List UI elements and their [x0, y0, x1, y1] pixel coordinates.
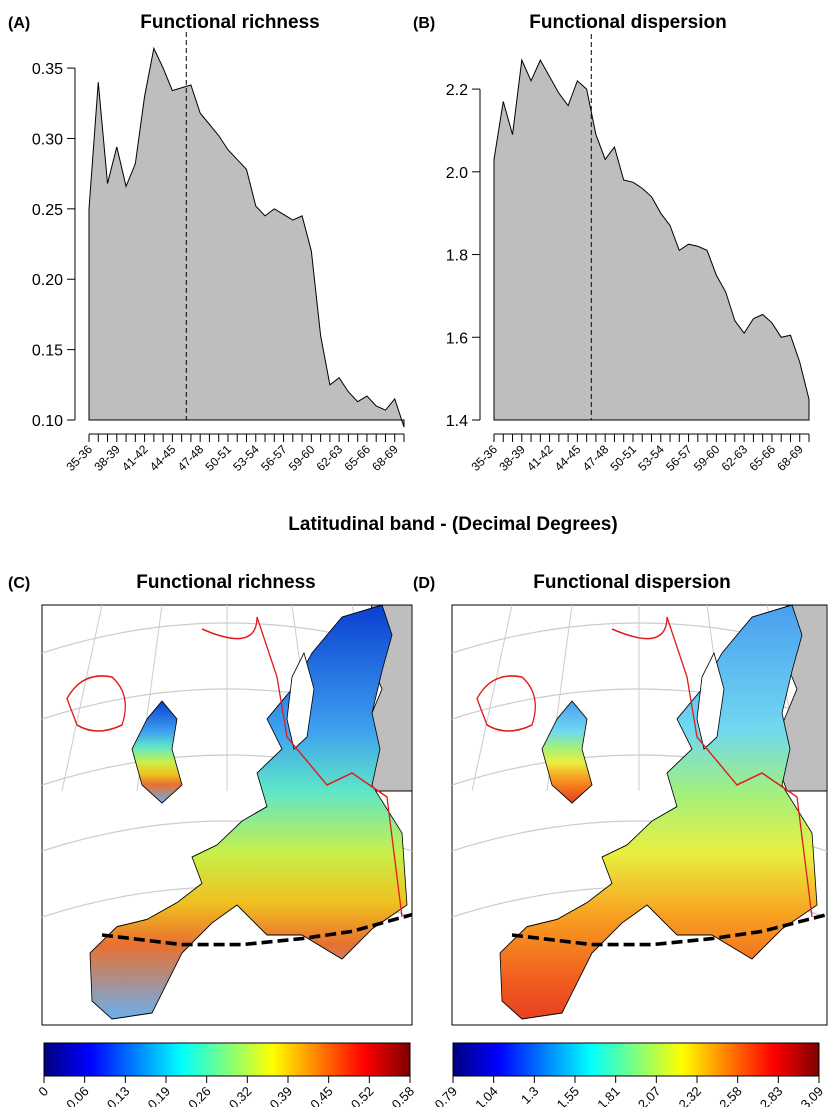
colorbar-d-tick-label: 1.81 — [594, 1084, 623, 1107]
map-c-british-isles — [131, 700, 183, 804]
colorbar-c-tick-label: 0.13 — [104, 1084, 133, 1107]
colorbar-c-tick-label: 0.26 — [185, 1084, 214, 1107]
shared-x-axis-label: Latitudinal band - (Decimal Degrees) — [288, 514, 617, 535]
colorbar-d-tick-label: 1.3 — [518, 1084, 541, 1107]
panel-b-x-tick-label: 47-48 — [580, 442, 612, 474]
map-c-frame — [41, 604, 413, 1026]
panel-b-x-tick-label: 68-69 — [774, 442, 806, 474]
colorbar-d-tick-label: 2.32 — [676, 1084, 705, 1107]
panel-a-x-tick-label: 65-66 — [341, 442, 373, 474]
map-c-land — [89, 604, 408, 1020]
panel-b-x-tick-label: 59-60 — [691, 442, 723, 474]
panel-b-y-tick-label: 2.2 — [446, 82, 468, 99]
panel-a-y-tick-label: 0.15 — [32, 343, 63, 360]
map-d-baltic-sea — [696, 651, 725, 750]
colorbar-d — [452, 1042, 820, 1077]
colorbar-d-ticks: 0.79 1.04 1.3 1.55 1.81 2.07 2.32 2.58 2.83 3.09 — [432, 1076, 827, 1107]
colorbar-c-tick-label: 0.45 — [307, 1084, 336, 1107]
colorbar-c-ticks: 0 0.06 0.13 0.19 0.26 0.32 0.39 0.45 0.52 0.58 — [35, 1076, 417, 1107]
panel-b-x-tick-label: 62-63 — [719, 442, 751, 474]
panel-a-x-tick-label: 62-63 — [314, 442, 346, 474]
panel-b-x-tick-label: 41-42 — [524, 442, 556, 474]
colorbar-c-tick-label: 0.32 — [226, 1084, 255, 1107]
panel-b-x-tick-label: 35-36 — [469, 442, 501, 474]
panel-a-y-tick-label: 0.35 — [32, 61, 63, 78]
panel-a-y-tick-label: 0.25 — [32, 202, 63, 219]
colorbar-c-tick-label: 0.52 — [348, 1084, 377, 1107]
map-d-british-isles — [541, 700, 593, 804]
colorbar-d-tick-label: 2.58 — [716, 1084, 745, 1107]
panel-b-plot: 1.4 1.6 1.8 2.0 2.2 35-3638-3941-4244-4547-48… — [446, 34, 810, 474]
panel-a-x-tick-label: 38-39 — [91, 442, 123, 474]
panel-b-y-tick-label: 2.0 — [446, 165, 468, 182]
panel-a-x-tick-label: 50-51 — [202, 442, 234, 474]
panel-a-y-tick-label: 0.20 — [32, 272, 63, 289]
map-d-land — [499, 604, 818, 1020]
panel-b-y-tick-label: 1.6 — [446, 330, 468, 347]
panel-b-area-chart: (B) Functional dispersion 1.4 1.6 1.8 2.0 2.… — [413, 12, 810, 474]
panel-a-letter: (A) — [8, 15, 30, 32]
colorbar-c-tick-label: 0.39 — [267, 1084, 296, 1107]
colorbar-c-tick-label: 0 — [35, 1084, 51, 1100]
panel-b-x-tick-label: 53-54 — [635, 442, 667, 474]
panel-d-letter: (D) — [413, 575, 435, 592]
panel-a-area-fill — [88, 46, 405, 428]
panel-a-x-tick-label: 68-69 — [369, 442, 401, 474]
map-d-frame — [451, 604, 828, 1026]
colorbar-d-tick-label: 2.83 — [757, 1084, 786, 1107]
panel-a-y-tick-label: 0.10 — [32, 413, 63, 430]
map-d-latitude-line — [511, 912, 828, 947]
panel-a-x-tick-label: 44-45 — [147, 442, 179, 474]
panel-b-y-tick-label: 1.8 — [446, 248, 468, 265]
panel-a-area-chart: (A) Functional richness 0.10 0.15 0.20 0.25… — [8, 12, 405, 474]
panel-c-map: (C) Functional richness 0 0.06 0.13 0.19 0.2… — [8, 572, 417, 1107]
map-c-range-boundary — [201, 616, 403, 918]
colorbar-c-tick-label: 0.06 — [63, 1084, 92, 1107]
panel-a-x-tick-label: 35-36 — [64, 442, 96, 474]
panel-a-plot: 0.100.150.200.250.300.3535-3638-3941-424… — [32, 32, 405, 474]
panel-b-y-tick-label: 1.4 — [446, 413, 468, 430]
panel-a-x-tick-label: 41-42 — [119, 442, 151, 474]
map-d-iceland-outline — [476, 675, 536, 732]
panel-b-x-tick-label: 65-66 — [746, 442, 778, 474]
map-d-range-boundary — [611, 616, 813, 918]
panel-b-x-tick-label: 44-45 — [552, 442, 584, 474]
panel-a-x-tick-label: 53-54 — [230, 442, 262, 474]
panel-a-y-tick-label: 0.30 — [32, 131, 63, 148]
panel-a-title: Functional richness — [140, 12, 319, 33]
colorbar-d-tick-label: 3.09 — [798, 1084, 827, 1107]
panel-c-title: Functional richness — [136, 572, 315, 593]
panel-c-letter: (C) — [8, 575, 30, 592]
map-c-europe — [41, 604, 413, 1020]
colorbar-c-tick-label: 0.58 — [389, 1084, 418, 1107]
panel-b-title: Functional dispersion — [529, 12, 726, 33]
panel-a-x-tick-label: 56-57 — [258, 442, 290, 474]
panel-a-x-tick-label: 47-48 — [175, 442, 207, 474]
colorbar-c-tick-label: 0.19 — [145, 1084, 174, 1107]
map-d-europe — [451, 604, 828, 1020]
colorbar-d-tick-label: 2.07 — [635, 1084, 664, 1107]
colorbar-c — [43, 1042, 411, 1077]
panel-d-map: (D) Functional dispersion 0.79 1.04 1.3 1.5… — [413, 572, 828, 1107]
map-c-iceland-outline — [66, 675, 126, 732]
panel-b-area-fill — [493, 58, 810, 421]
panel-b-x-tick-label: 38-39 — [496, 442, 528, 474]
panel-b-letter: (B) — [413, 15, 435, 32]
panel-d-title: Functional dispersion — [533, 572, 730, 593]
colorbar-d-tick-label: 0.79 — [432, 1084, 461, 1107]
panel-b-x-tick-label: 50-51 — [607, 442, 639, 474]
panel-a-x-tick-label: 59-60 — [286, 442, 318, 474]
map-c-latitude-line — [101, 912, 413, 947]
colorbar-d-tick-label: 1.04 — [472, 1084, 501, 1107]
colorbar-d-tick-label: 1.55 — [554, 1084, 583, 1107]
panel-b-x-tick-label: 56-57 — [663, 442, 695, 474]
map-c-baltic-sea — [286, 651, 315, 750]
